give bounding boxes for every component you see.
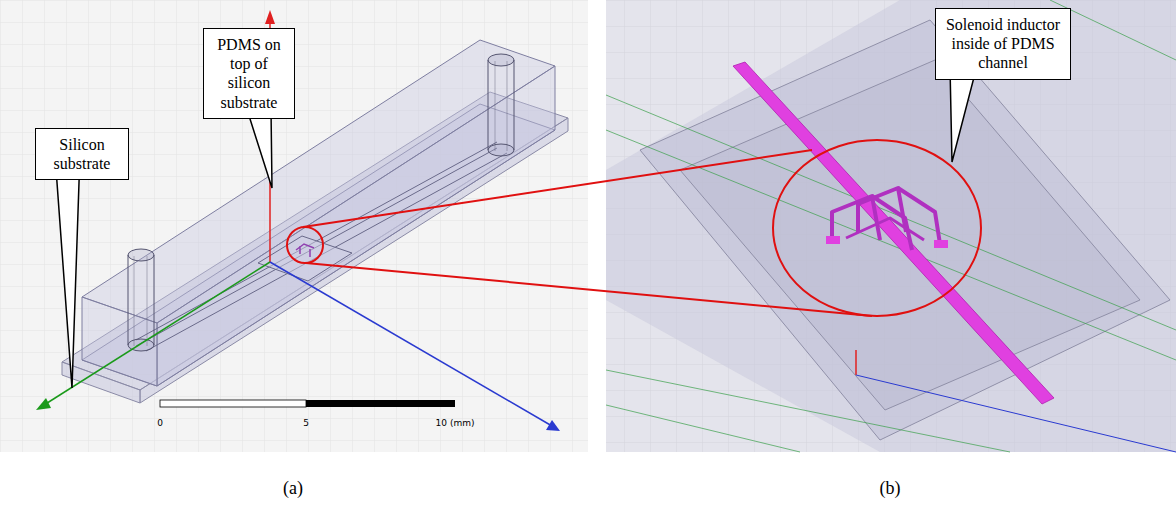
- zoom-circles: [287, 227, 323, 263]
- panel-a-background: [0, 0, 588, 452]
- solenoid-inductor: [934, 240, 948, 248]
- panel-b-background: [680, 60, 1140, 410]
- callout-box: Solenoid inductor inside of PDMS channel: [935, 8, 1071, 80]
- chip-area: [258, 236, 352, 281]
- port-cylinders: [154, 255, 155, 345]
- panel-a-background: [0, 0, 588, 452]
- callout-text: Silicon substrate: [41, 135, 123, 173]
- panel-label: (a): [283, 478, 303, 499]
- fluid-channel: [136, 142, 497, 340]
- green-grid-lines: [606, 130, 1176, 360]
- port-cylinders: [514, 60, 515, 150]
- scale-label: 5: [303, 418, 309, 428]
- fluid-channel: [146, 153, 507, 351]
- chip-area: [296, 244, 314, 257]
- coordinate-axes: [36, 398, 51, 410]
- callout-pointer: [950, 77, 974, 162]
- panel-b-background: [606, 0, 1176, 452]
- port-cylinders: [507, 61, 508, 151]
- zoom-circles: [306, 263, 872, 316]
- green-grid-lines: [606, 0, 1176, 452]
- panel-b-background: [606, 0, 1176, 452]
- green-grid-lines: [606, 405, 800, 452]
- port-cylinders: [495, 61, 496, 151]
- scale-bar: [160, 400, 306, 407]
- axis-fragments: [855, 350, 857, 375]
- port-cylinders: [128, 54, 514, 351]
- port-cylinders: [147, 256, 148, 346]
- coordinate-axes: [270, 262, 552, 426]
- coordinate-axes: [265, 10, 275, 24]
- callout-box: Silicon substrate: [35, 128, 129, 180]
- scale-bar: [160, 400, 455, 407]
- port-cylinders: [134, 256, 135, 346]
- axis-fragments: [856, 375, 1176, 452]
- scale-label: 0: [157, 418, 163, 428]
- zoom-circles: [287, 140, 981, 316]
- green-grid-lines: [606, 95, 1176, 330]
- zoom-circles: [303, 150, 812, 227]
- port-cylinders: [488, 60, 489, 150]
- port-cylinders: [488, 144, 514, 156]
- solenoid-inductor: [826, 188, 948, 250]
- coordinate-axes: [36, 10, 560, 431]
- green-grid-lines: [606, 370, 1010, 452]
- pdms-block: [82, 40, 555, 386]
- port-cylinders: [128, 249, 154, 261]
- port-cylinders: [488, 54, 514, 66]
- chip-area: [258, 236, 352, 281]
- callout-box: PDMS on top of silicon substrate: [203, 28, 295, 119]
- callout-text: PDMS on top of silicon substrate: [209, 35, 289, 112]
- callout-pointer: [57, 177, 80, 388]
- coordinate-axes: [44, 262, 270, 405]
- solenoid-inductor: [826, 236, 840, 244]
- fluid-channel: [136, 148, 497, 346]
- signal-strip: [733, 62, 1054, 404]
- scale-bar: [306, 400, 455, 407]
- panel-label: (b): [880, 478, 901, 499]
- panel-a-background: [0, 0, 588, 452]
- scale-label: 10 (mm): [436, 418, 475, 428]
- signal-strip: [733, 62, 1054, 404]
- panel-b-background: [606, 0, 1176, 452]
- callout-text: Solenoid inductor inside of PDMS channel: [941, 15, 1065, 73]
- panel-b-background: [606, 0, 1176, 452]
- callout-pointer: [249, 116, 272, 188]
- panel-b-background: [640, 20, 1170, 440]
- port-cylinders: [128, 255, 129, 345]
- zoom-circles: [773, 140, 981, 316]
- solenoid-inductor: [846, 218, 924, 240]
- fluid-channel: [136, 142, 507, 351]
- coordinate-axes: [546, 420, 560, 431]
